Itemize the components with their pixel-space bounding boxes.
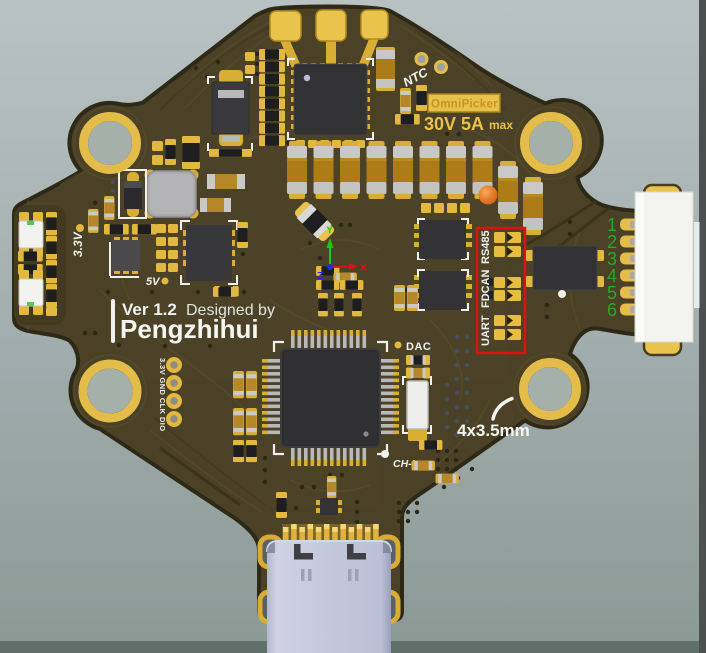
svg-text:4x3.5mm: 4x3.5mm	[457, 421, 530, 440]
svg-text:RS485: RS485	[480, 230, 492, 264]
svg-text:max: max	[489, 118, 513, 132]
svg-text:Pengzhihui: Pengzhihui	[120, 314, 259, 344]
svg-text:4: 4	[607, 266, 617, 286]
svg-text:2: 2	[607, 232, 617, 252]
svg-text:UART: UART	[480, 315, 492, 346]
svg-text:5: 5	[607, 283, 617, 303]
svg-text:30V 5A: 30V 5A	[424, 114, 484, 134]
svg-text:CH-I: CH-I	[393, 458, 416, 470]
svg-text:OmniPicker: OmniPicker	[431, 99, 498, 111]
svg-text:DAC: DAC	[406, 341, 431, 353]
svg-text:Designed by: Designed by	[186, 302, 275, 319]
svg-text:5V: 5V	[146, 276, 161, 288]
svg-text:3.3V GND CLK DIO: 3.3V GND CLK DIO	[158, 358, 167, 432]
svg-text:X: X	[360, 262, 367, 274]
svg-text:3: 3	[607, 249, 617, 269]
svg-text:FDCAN: FDCAN	[480, 269, 492, 308]
svg-text:Y: Y	[327, 225, 334, 236]
svg-text:1: 1	[607, 215, 617, 235]
svg-text:Ver 1.2: Ver 1.2	[122, 300, 177, 319]
svg-text:Z: Z	[317, 270, 324, 282]
svg-text:6: 6	[607, 300, 617, 320]
svg-text:3.3V: 3.3V	[71, 231, 85, 257]
